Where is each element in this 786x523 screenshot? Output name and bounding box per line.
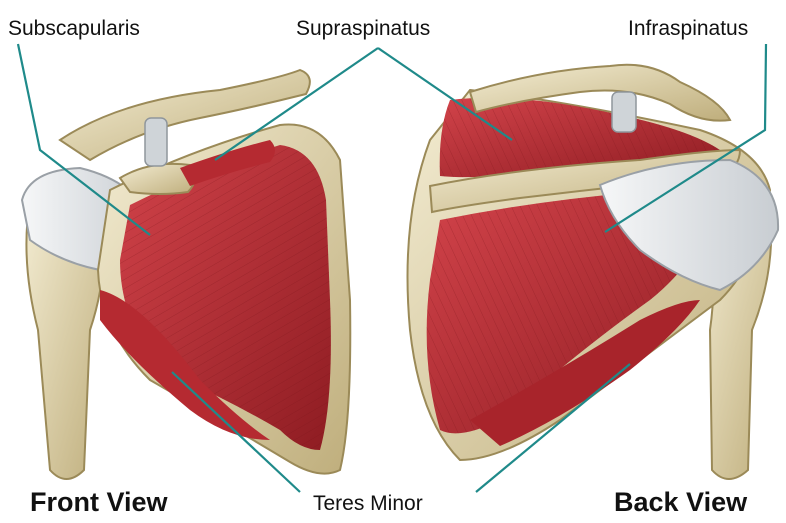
- label-infraspinatus: Infraspinatus: [628, 18, 748, 39]
- front-ligament: [145, 118, 167, 166]
- label-teres-minor: Teres Minor: [313, 493, 423, 514]
- label-subscapularis: Subscapularis: [8, 18, 140, 39]
- label-supraspinatus: Supraspinatus: [296, 18, 430, 39]
- front-view-illustration: [22, 70, 350, 479]
- front-view-title: Front View: [30, 489, 168, 516]
- back-view-illustration: [408, 65, 779, 479]
- back-ligament: [612, 92, 636, 132]
- back-view-title: Back View: [614, 489, 747, 516]
